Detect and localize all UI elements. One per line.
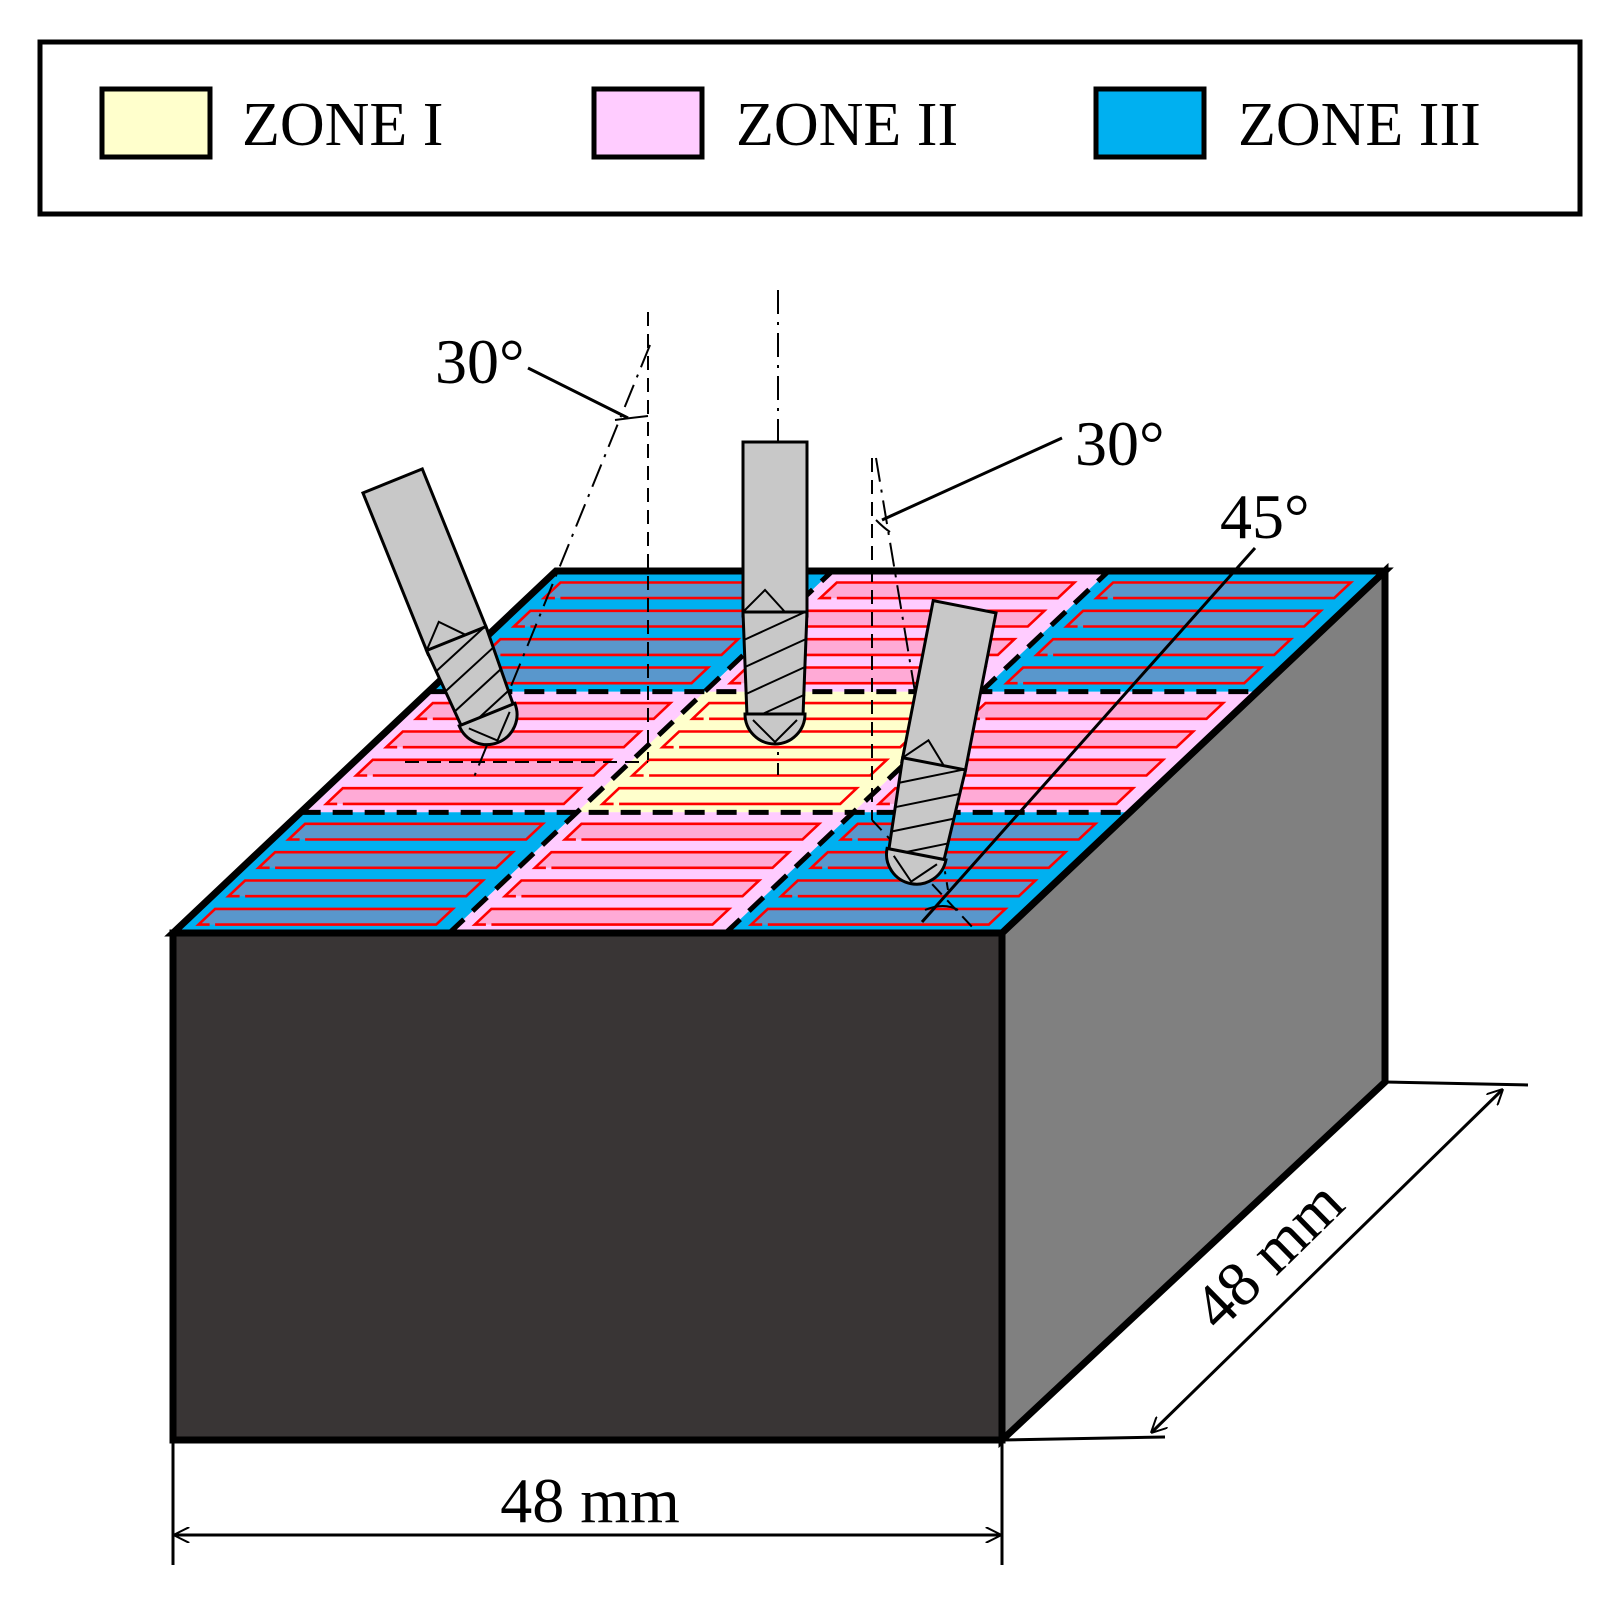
legend-swatch-zone-3 <box>1093 86 1207 160</box>
toolpath-loop <box>689 701 951 721</box>
angle-annotations <box>527 366 1257 923</box>
toolpath-loop <box>480 637 742 657</box>
tool-tip-edge <box>752 719 798 744</box>
tool-flute-helix <box>436 626 485 672</box>
zone-cell-ii-2-1 <box>449 812 854 933</box>
legend-swatch-zone-1 <box>99 86 213 160</box>
tool-ball-tip <box>743 712 807 746</box>
zone-cell-ii-1-0 <box>300 691 705 813</box>
legend-label-zone-3: ZONE III <box>1238 91 1481 159</box>
block-top-face <box>173 571 1385 933</box>
toolpath-group <box>1003 581 1355 685</box>
toolpath-loop <box>501 879 763 898</box>
angle-label-tool-3: 45° <box>1220 481 1310 552</box>
toolpath-loop <box>747 907 1009 926</box>
ball-end-mill-3 <box>885 598 998 886</box>
toolpath-loop <box>322 786 584 806</box>
tool-flute-helix <box>899 768 964 784</box>
zone-cell-iii-0-2 <box>981 571 1385 692</box>
tool-flute-edge <box>742 588 786 613</box>
toolpath-loop <box>935 730 1197 749</box>
tool-shank <box>360 466 490 657</box>
toolpath-loop <box>255 850 517 870</box>
toolpath-loop <box>599 786 861 806</box>
angle-arc-1 <box>614 415 649 421</box>
toolpath-loop <box>1003 666 1265 685</box>
tool-flute-helix <box>744 666 806 696</box>
tool-flute-helix <box>894 793 959 809</box>
angle-leader-1 <box>527 366 629 420</box>
angle-arc-3 <box>924 905 959 911</box>
toolpath-loop <box>965 701 1227 721</box>
tool-tip-edge <box>892 855 938 884</box>
toolpath-loop <box>561 822 823 841</box>
angle-leader-3 <box>920 547 1257 923</box>
toolpath-loop <box>285 822 547 841</box>
zone-cell-iii-0-0 <box>428 571 833 692</box>
toolpath-loop <box>352 758 614 777</box>
ball-end-mill-1 <box>360 466 519 747</box>
tools <box>360 440 998 886</box>
angle-label-tool-2: 30° <box>1075 408 1165 479</box>
tool-ball-tip <box>885 846 948 886</box>
toolpath-loop <box>225 879 487 898</box>
tool-flute-helix <box>744 638 806 668</box>
tool-flute-helix <box>744 611 806 641</box>
legend-frame <box>37 39 1583 217</box>
toolpath-loop <box>837 822 1099 841</box>
legend-label-zone-2: ZONE II <box>736 91 958 159</box>
tool-flute-helix <box>890 817 955 833</box>
toolpath-group <box>195 822 547 926</box>
toolpath-loop <box>531 850 793 870</box>
depth-dimension <box>1001 1080 1529 1442</box>
toolpath-loop <box>1093 581 1355 600</box>
toolpath-loop <box>629 758 891 777</box>
tool-ball-tip <box>457 701 519 747</box>
block-front-face <box>169 929 1006 1444</box>
width-dimension-label: 48 mm <box>500 1465 680 1536</box>
top-face-outline <box>164 567 1394 937</box>
depth-extension-front <box>1001 1435 1166 1442</box>
toolpath-loop <box>510 609 772 628</box>
tool-flute-edge <box>425 620 466 651</box>
toolpath-loop <box>471 907 733 926</box>
toolpath-loop <box>382 730 644 749</box>
angle-arc-2 <box>875 519 891 533</box>
tool-flute-helix <box>453 668 502 714</box>
toolpath-loop <box>786 609 1048 628</box>
legend-label-zone-1: ZONE I <box>242 91 443 159</box>
toolpath-loop <box>195 907 457 926</box>
zone-divider-vertical-1 <box>447 569 835 935</box>
depth-dimension-line <box>1152 1090 1502 1432</box>
depth-extension-back <box>1384 1080 1529 1087</box>
legend: ZONE I ZONE II ZONE III <box>37 39 1583 217</box>
angle-leader-2 <box>881 436 1063 522</box>
tool-flute-helix <box>444 647 494 693</box>
legend-swatch-zone-2 <box>591 86 705 160</box>
tool-tip-edge <box>468 711 511 742</box>
ball-end-mill-2 <box>741 440 809 746</box>
zone-cell-iii-2-0 <box>173 812 577 933</box>
width-dimension <box>171 1440 1004 1565</box>
tool-shank <box>741 440 809 618</box>
angle-label-tool-1: 30° <box>435 326 525 397</box>
toolpath-group <box>471 822 823 926</box>
toolpath-loop <box>816 581 1078 600</box>
tool-flute-edge <box>902 738 945 767</box>
